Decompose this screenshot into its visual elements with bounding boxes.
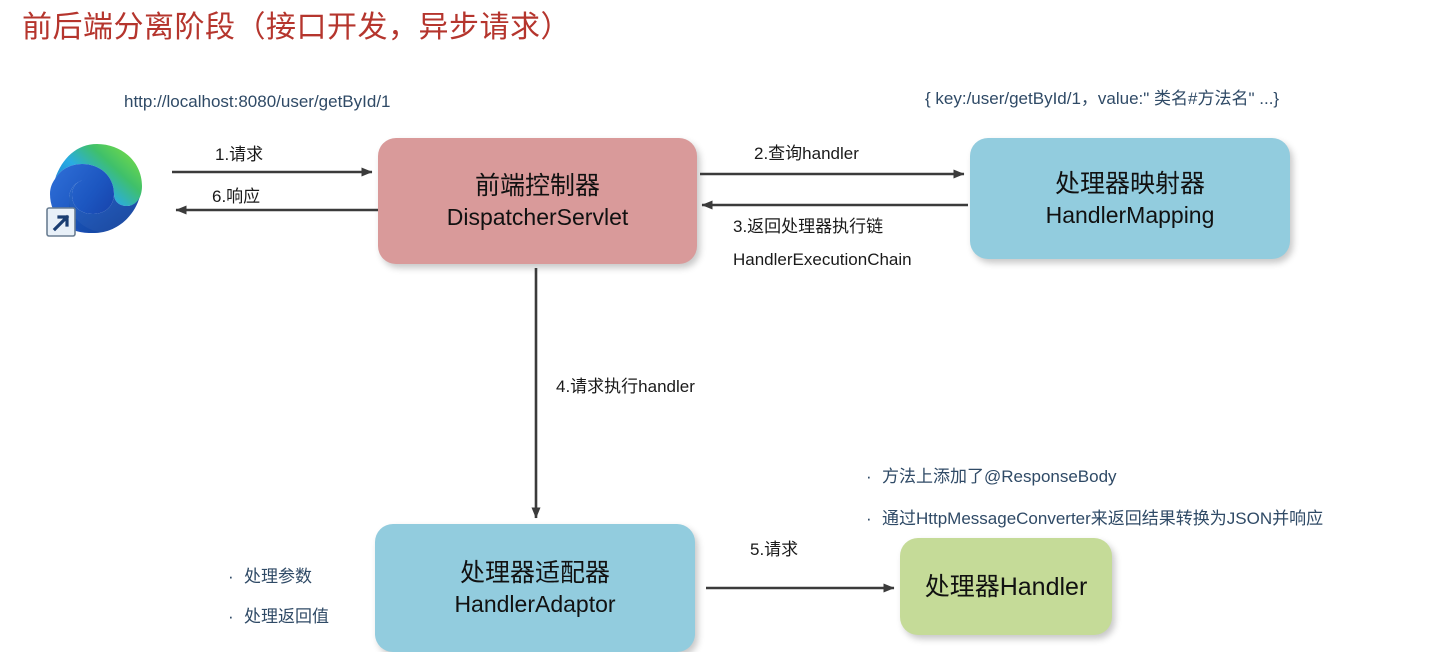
arrow-label-6: 6.响应: [212, 187, 261, 206]
list-item: · 处理参数: [228, 557, 329, 597]
node-dispatcher-title-en: DispatcherServlet: [446, 204, 629, 230]
arrow-label-1: 1.请求: [215, 145, 264, 164]
list-item: · 方法上添加了@ResponseBody: [866, 456, 1323, 498]
list-item-label: 处理参数: [244, 567, 312, 586]
arrow-label-3-line1: 3.返回处理器执行链: [733, 217, 884, 236]
list-item-label: 方法上添加了@ResponseBody: [882, 467, 1117, 486]
node-handler[interactable]: 处理器Handler: [900, 538, 1112, 635]
arrow-label-3-line2: HandlerExecutionChain: [733, 250, 912, 269]
node-handler-mapping[interactable]: 处理器映射器 HandlerMapping: [970, 138, 1290, 259]
node-dispatcher-title-cn: 前端控制器: [474, 172, 600, 200]
edge-browser-icon: [44, 136, 150, 242]
request-url-annotation: http://localhost:8080/user/getById/1: [124, 92, 391, 111]
node-handler-adaptor[interactable]: 处理器适配器 HandlerAdaptor: [375, 524, 695, 652]
mapping-entry-annotation: { key:/user/getById/1，value:" 类名#方法名" ..…: [925, 89, 1280, 108]
arrow-label-5: 5.请求: [750, 540, 799, 559]
list-item: · 通过HttpMessageConverter来返回结果转换为JSON并响应: [866, 498, 1323, 540]
node-mapping-title-cn: 处理器映射器: [1054, 169, 1205, 198]
node-adaptor-title-en: HandlerAdaptor: [454, 591, 616, 617]
list-item-label: 通过HttpMessageConverter来返回结果转换为JSON并响应: [882, 509, 1324, 528]
bullet-dot-icon: ·: [866, 467, 872, 486]
node-dispatcher-servlet[interactable]: 前端控制器 DispatcherServlet: [378, 138, 697, 264]
arrow-label-2: 2.查询handler: [754, 144, 859, 163]
list-item: · 处理返回值: [228, 597, 329, 637]
bullet-dot-icon: ·: [228, 607, 234, 626]
arrow-label-4: 4.请求执行handler: [556, 377, 695, 396]
bullet-dot-icon: ·: [866, 509, 872, 528]
node-adaptor-title-cn: 处理器适配器: [459, 559, 610, 587]
handler-notes-list: · 方法上添加了@ResponseBody · 通过HttpMessageCon…: [866, 456, 1323, 540]
bullet-dot-icon: ·: [228, 567, 234, 586]
node-mapping-title-en: HandlerMapping: [1045, 201, 1215, 228]
adaptor-notes-list: · 处理参数 · 处理返回值: [228, 557, 329, 637]
list-item-label: 处理返回值: [244, 607, 329, 626]
page-title: 前后端分离阶段（接口开发，异步请求）: [22, 11, 571, 44]
shortcut-badge-icon: [46, 207, 76, 237]
node-handler-title: 处理器Handler: [924, 572, 1088, 601]
